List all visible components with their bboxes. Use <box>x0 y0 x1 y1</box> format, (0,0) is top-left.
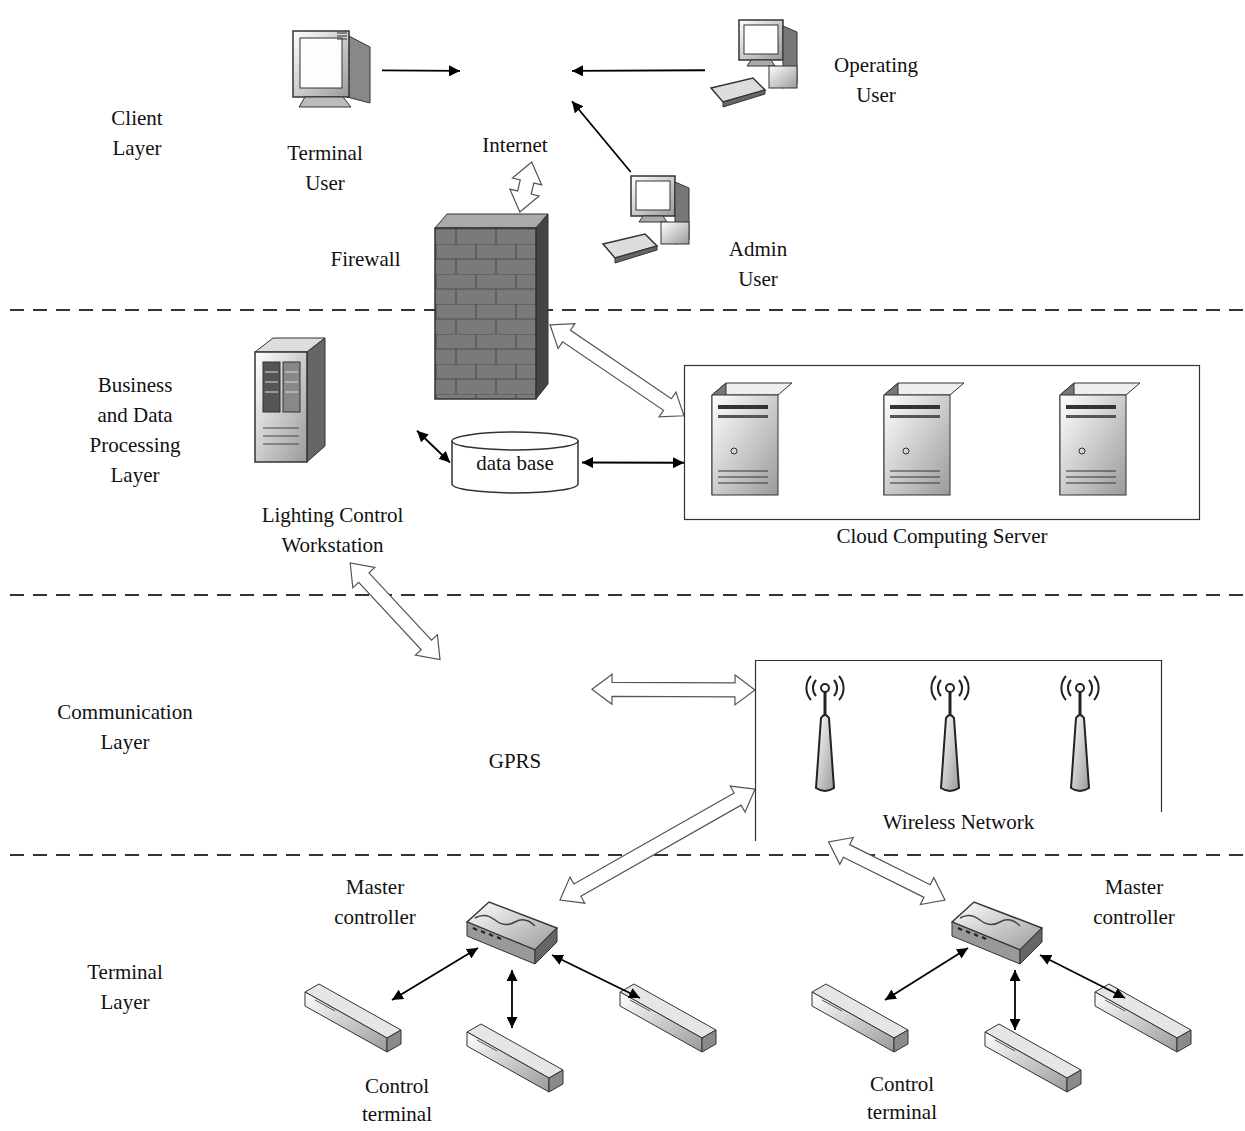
device-name: Control terminal <box>343 1072 451 1128</box>
terminal-face <box>702 1030 716 1052</box>
terminal-detail <box>1105 1000 1125 1011</box>
wireless-network: Wireless Network <box>755 660 1164 842</box>
master-controller: Master controller <box>320 870 560 970</box>
node-label: Wireless Network <box>755 807 1162 837</box>
master-controller: Master controller <box>945 870 1195 970</box>
node-label: Internet <box>460 130 570 160</box>
database-cylinder: data base <box>450 430 582 495</box>
terminal-detail <box>630 1000 650 1011</box>
terminal-face <box>387 1030 401 1052</box>
control-terminal-icon <box>985 1024 1081 1092</box>
node-label: Lighting Control Workstation <box>250 500 415 560</box>
link-arrow <box>417 431 450 463</box>
link-arrow <box>1014 970 1016 1030</box>
device-name: Control terminal <box>848 1070 956 1126</box>
internet-cloud: Internet <box>460 30 572 162</box>
terminal-face <box>1067 1070 1081 1092</box>
node-label: Admin User <box>713 234 803 294</box>
node-label: Firewall <box>318 244 413 274</box>
terminal-face <box>549 1070 563 1092</box>
node-label: Terminal User <box>270 138 380 198</box>
layer-divider <box>10 309 1245 311</box>
terminal-devices <box>305 948 1191 1092</box>
terminal-face <box>1177 1030 1191 1052</box>
link-arrow <box>382 70 460 72</box>
router-icon <box>465 898 560 968</box>
firewall: Firewall <box>318 212 550 400</box>
servers-icon <box>684 365 1200 520</box>
link-arrow <box>1040 955 1125 998</box>
terminal-detail <box>822 1000 842 1011</box>
layer-name: Communication Layer <box>40 697 210 757</box>
link-arrow <box>392 948 478 1000</box>
node-label: GPRS <box>440 746 590 776</box>
link-arrow <box>885 948 968 1000</box>
node-label: Cloud Computing Server <box>684 521 1200 551</box>
workstation: Lighting Control Workstation <box>250 335 417 563</box>
terminal-detail <box>477 1040 497 1051</box>
link-arrow <box>572 101 631 172</box>
terminal-face <box>305 992 387 1052</box>
monitor-icon <box>285 25 380 115</box>
layer-name: Business and Data Processing Layer <box>80 370 190 490</box>
terminal-detail <box>995 1040 1015 1051</box>
layer-divider <box>10 594 1245 596</box>
tower-icon <box>255 338 347 466</box>
terminal-face <box>467 1032 549 1092</box>
control-terminal-icon <box>1095 984 1191 1052</box>
terminal-face <box>985 1032 1067 1092</box>
double-arrow <box>350 563 440 660</box>
node-label: Master controller <box>1078 872 1190 932</box>
terminal-face <box>620 992 702 1052</box>
link-arrow <box>582 462 684 464</box>
wall-icon <box>435 214 548 399</box>
server-group: Cloud Computing Server <box>684 365 1202 553</box>
layer-name: Terminal Layer <box>75 957 175 1017</box>
terminal-face <box>1095 992 1177 1052</box>
double-arrow <box>592 674 755 705</box>
terminal-face <box>894 1030 908 1052</box>
layer-name: Client Layer <box>88 103 186 163</box>
link-arrow <box>572 69 705 71</box>
double-arrow <box>550 324 684 417</box>
layer-divider <box>10 310 1245 855</box>
node-label: data base <box>450 448 580 478</box>
operating-user: Operating User <box>705 18 937 113</box>
node-label: Operating User <box>817 50 935 110</box>
double-arrow <box>510 162 542 212</box>
control-terminal-icon <box>620 984 716 1052</box>
link-arrow <box>511 970 513 1028</box>
terminal-user: Terminal User <box>270 20 382 200</box>
terminal-detail <box>315 1000 335 1011</box>
terminal-face <box>812 992 894 1052</box>
control-terminal-icon <box>305 984 401 1052</box>
gprs-cloud: GPRS <box>440 630 592 778</box>
link-arrow <box>552 955 640 998</box>
double-arrow <box>560 786 755 903</box>
router-icon <box>950 898 1045 968</box>
pc-icon <box>705 18 800 110</box>
node-label: Master controller <box>320 872 430 932</box>
admin-user: Admin User <box>595 172 805 296</box>
control-terminal-icon <box>467 1024 563 1092</box>
pc-icon <box>597 174 692 266</box>
double-arrow <box>829 837 945 904</box>
